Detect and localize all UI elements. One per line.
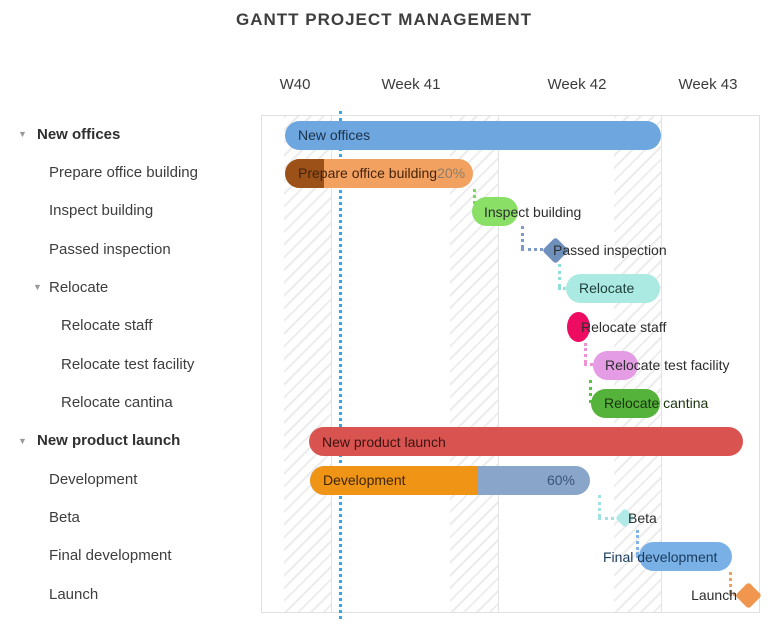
task-bar-label: New product launch (322, 433, 446, 450)
sidebar-item-label: Relocate (49, 278, 109, 296)
dependency-connector (589, 380, 592, 403)
sidebar-item-relocate-staff[interactable]: Relocate staff (0, 316, 261, 336)
week-gridline (331, 116, 332, 612)
sidebar-item-new-product-launch[interactable]: ▼ New product launch (0, 431, 261, 451)
task-label-relocate-cantina: Relocate cantina (604, 395, 709, 412)
sidebar-item-passed-inspection[interactable]: Passed inspection (0, 239, 261, 259)
sidebar-item-label: Inspect building (49, 202, 154, 220)
dependency-connector (473, 189, 476, 210)
task-label-relocate-staff: Relocate staff (581, 318, 667, 335)
sidebar-item-prepare-office-building[interactable]: Prepare office building (0, 162, 261, 182)
week-gridline (661, 116, 662, 612)
task-bar-label: Relocate (579, 280, 635, 297)
task-progress-percent: 60% (546, 472, 575, 489)
dependency-connector (729, 572, 732, 593)
task-progress-fill (310, 465, 478, 495)
milestone-diamond-launch[interactable] (734, 581, 762, 609)
week-gridline (498, 116, 499, 612)
timeline-column-label-4: Week 43 (678, 76, 738, 93)
task-bar-final-development[interactable] (639, 542, 732, 572)
sidebar-item-label: Launch (49, 585, 99, 603)
task-bar-label-wrap: New product launch (309, 427, 743, 456)
sidebar-item-label: New offices (37, 125, 121, 143)
sidebar-item-label: Beta (49, 508, 80, 526)
task-bar-development[interactable]: Development 60% (310, 465, 590, 495)
task-bar-relocate-staff[interactable] (567, 311, 590, 342)
task-bar-label: New offices (298, 127, 371, 143)
dependency-connector (521, 248, 543, 251)
task-bar-inspect-building[interactable] (472, 197, 518, 227)
sidebar-item-label: New product launch (37, 432, 181, 450)
collapse-caret-icon[interactable]: ▼ (18, 435, 27, 446)
sidebar-item-launch[interactable]: Launch (0, 584, 261, 604)
dependency-connector (598, 517, 614, 520)
task-bar-label: Development (323, 472, 406, 489)
task-bar-label-wrap: Development 60% (310, 466, 590, 495)
task-bar-label: Prepare office building (298, 165, 438, 182)
today-line (339, 111, 342, 619)
task-label-beta: Beta (628, 510, 657, 527)
dependency-connector (636, 530, 639, 555)
task-label-launch: Launch (691, 587, 737, 604)
sidebar-item-label: Final development (49, 547, 172, 565)
task-progress-fill (285, 158, 325, 188)
sidebar-item-final-development[interactable]: Final development (0, 546, 261, 566)
sidebar-item-label: Prepare office building (49, 163, 198, 181)
task-bar-new-offices[interactable]: New offices (285, 120, 661, 150)
sidebar-item-label: Relocate cantina (61, 393, 173, 411)
timeline-header: W40 Week 41 Week 42 Week 43 (261, 76, 760, 98)
task-bar-relocate-cantina[interactable] (591, 388, 660, 418)
task-bar-new-product-launch[interactable]: New product launch (309, 427, 743, 457)
collapse-caret-icon[interactable]: ▼ (33, 282, 42, 293)
chart-title: GANTT PROJECT MANAGEMENT (236, 10, 532, 29)
sidebar-item-label: Passed inspection (49, 240, 171, 258)
task-label-final-development: Final development (603, 548, 718, 565)
task-progress-percent: 20% (437, 165, 466, 182)
timeline-column-label-2: Week 41 (381, 76, 441, 93)
sidebar-item-relocate-test-facility[interactable]: Relocate test facility (0, 354, 261, 374)
sidebar-item-relocate[interactable]: ▼ Relocate (0, 277, 261, 297)
task-bar-label-wrap: Relocate (566, 274, 660, 303)
task-bar-relocate-test-facility[interactable] (593, 350, 638, 380)
sidebar-item-development[interactable]: Development (0, 469, 261, 489)
task-label-inspect-building: Inspect building (484, 203, 582, 220)
dependency-connector (598, 495, 601, 517)
sidebar-item-relocate-cantina[interactable]: Relocate cantina (0, 392, 261, 412)
task-label-relocate-test-facility: Relocate test facility (605, 357, 730, 374)
timeline-column-label-1: W40 (279, 76, 311, 93)
collapse-caret-icon[interactable]: ▼ (18, 128, 27, 139)
sidebar-item-label: Relocate staff (61, 317, 153, 335)
sidebar-item-label: Development (49, 470, 138, 488)
dependency-connector (558, 264, 561, 287)
dependency-connector (558, 287, 566, 290)
dependency-connector (584, 363, 593, 366)
timeline-column-label-3: Week 42 (547, 76, 607, 93)
sidebar-item-inspect-building[interactable]: Inspect building (0, 201, 261, 221)
task-bar-relocate[interactable]: Relocate (566, 273, 660, 303)
sidebar-item-beta[interactable]: Beta (0, 507, 261, 527)
dependency-connector (584, 343, 587, 363)
weekend-shade (284, 116, 331, 612)
task-bar-label-wrap: New offices (285, 121, 661, 150)
dependency-connector (636, 555, 639, 558)
sidebar-item-new-offices[interactable]: ▼ New offices (0, 124, 261, 144)
dependency-connector (729, 593, 733, 596)
sidebar-item-label: Relocate test facility (61, 355, 195, 373)
dependency-connector (521, 226, 524, 248)
task-label-passed-inspection: Passed inspection (553, 242, 667, 259)
